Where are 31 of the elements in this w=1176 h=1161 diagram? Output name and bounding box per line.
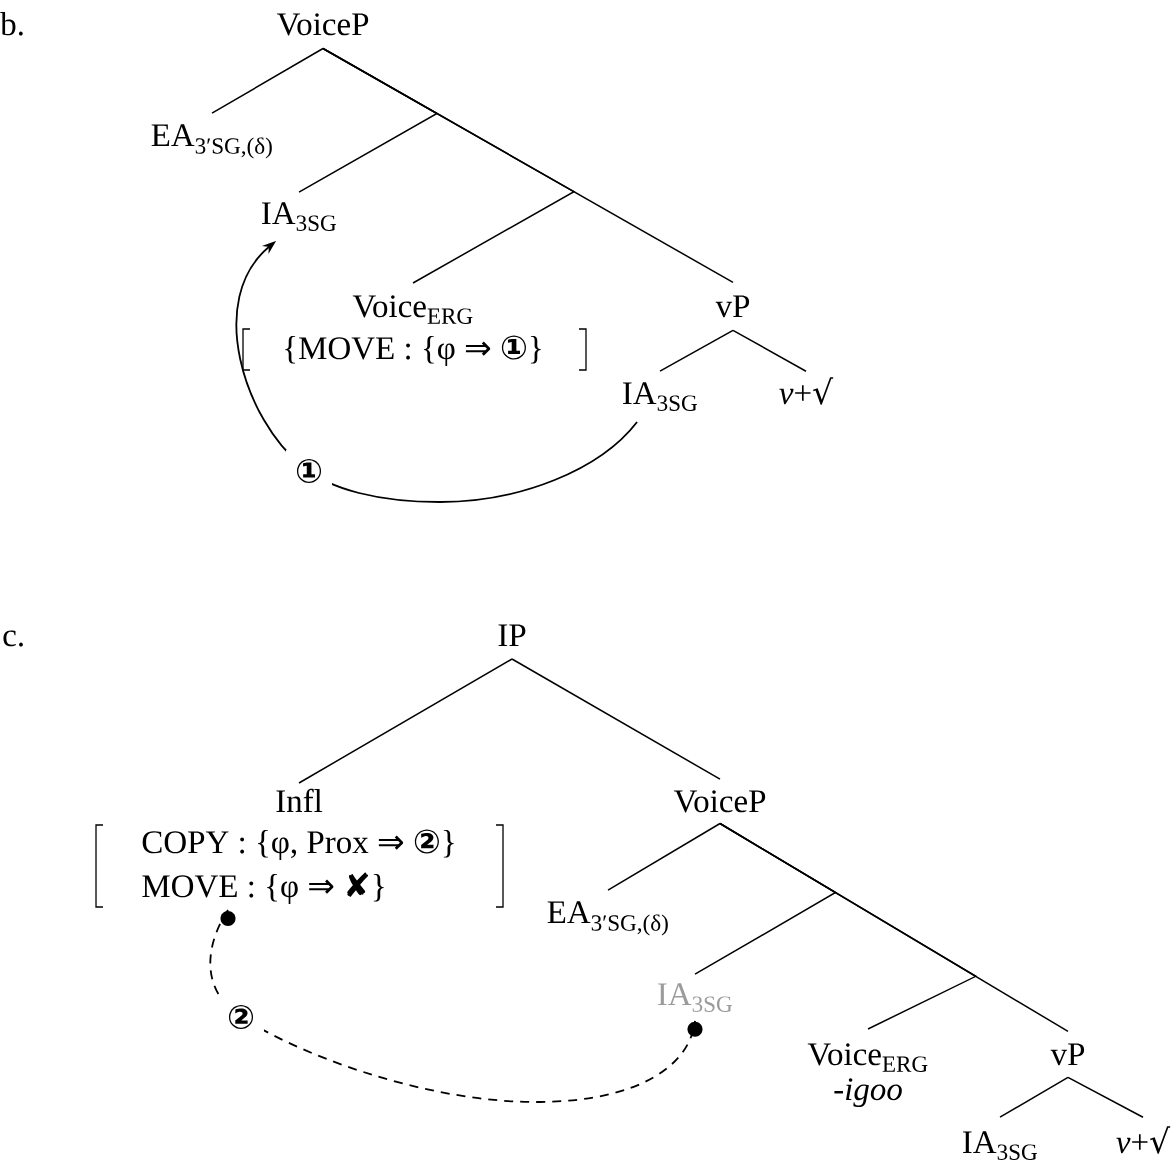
category-label: IA$_{3SG}$ — [623, 382, 697, 411]
panel-label: b. — [0, 12, 23, 36]
category-label: EA$_{3′SG,(δ)}$ — [547, 901, 668, 936]
category-label: vP — [1050, 1043, 1085, 1066]
tree-branch — [298, 658, 513, 784]
tree-branch — [719, 822, 1069, 1033]
category-label: Infl COPY : {φ, Prox ⇒ ②} MOVE : {φ ⇒ ✘} — [142, 788, 454, 904]
category-label: EA$_{3′SG,(δ)}$ — [151, 124, 272, 159]
tree-branch — [211, 47, 324, 114]
category-label: VoiceP — [673, 790, 766, 813]
category-label: IA$_{3SG}$ — [963, 1131, 1037, 1160]
tree-branch — [659, 329, 734, 372]
tree-branch — [999, 1076, 1069, 1118]
category-label: vP — [715, 295, 750, 318]
tree-branch — [1067, 1076, 1144, 1118]
edge-label: ① — [286, 449, 332, 493]
tree-branch — [322, 47, 734, 284]
tree-branch — [511, 658, 721, 780]
tree-branch — [732, 329, 807, 372]
tree-branch — [607, 822, 721, 891]
category-label: v+√ — [1116, 1126, 1171, 1154]
category-label: Voice$_{ERG}$ -igoo — [807, 1043, 928, 1107]
category-label: IA$_{3SG}$ — [658, 983, 732, 1012]
panel-label: c. — [3, 630, 23, 647]
category-label: VoiceP — [276, 13, 369, 36]
edge-label: ② — [218, 995, 264, 1039]
category-label: Voice$_{ERG}$ {MOVE : {φ ⇒ ①} — [285, 295, 541, 366]
category-label: IP — [498, 624, 526, 646]
category-label: IA$_{3SG}$ — [262, 202, 336, 231]
category-label: v+√ — [779, 377, 834, 405]
dashed-link — [209, 909, 703, 1103]
